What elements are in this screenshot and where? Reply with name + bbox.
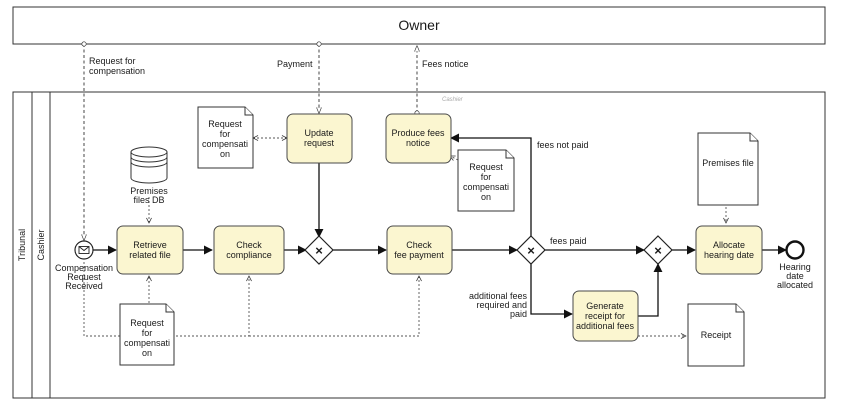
- request-doc-left: Request for compensati on: [197, 106, 254, 169]
- request-doc-bottom: Request for compensati on: [119, 303, 175, 366]
- allocate-hearing-date-task[interactable]: Allocate hearing date: [695, 225, 763, 275]
- produce-notice-label-1: Produce fees: [391, 128, 445, 138]
- message-flows: [84, 44, 417, 240]
- msg-label-payment: Payment: [277, 59, 313, 69]
- check-fee-payment-task[interactable]: Check fee payment: [386, 225, 453, 275]
- msg-label-request-1: Request for: [89, 56, 136, 66]
- datastore-label-2: files DB: [133, 195, 164, 205]
- request-doc-right-line-4: on: [481, 192, 491, 202]
- request-doc-left-line-4: on: [220, 149, 230, 159]
- flow-label-fees-paid: fees paid: [550, 236, 587, 246]
- gateway-x-icon: ×: [315, 243, 323, 258]
- owner-pool: Owner: [12, 6, 826, 45]
- receipt-doc: Receipt: [687, 303, 745, 367]
- gateway-x-icon: ×: [654, 243, 662, 258]
- join-gateway: ×: [643, 235, 673, 265]
- request-doc-right-line-2: for: [481, 172, 492, 182]
- flow-label-additional-2: required and: [476, 300, 527, 310]
- premises-file-label: Premises file: [702, 158, 754, 168]
- start-event-label-1: Compensation: [55, 263, 113, 273]
- sequence-flows: [93, 133, 787, 319]
- tribunal-pool-label: Tribunal: [17, 229, 27, 261]
- start-event-label-2: Request: [67, 272, 101, 282]
- fee-decision-gateway: ×: [516, 235, 546, 265]
- end-event-label-2: date: [786, 271, 804, 281]
- request-doc-left-line-2: for: [220, 129, 231, 139]
- premises-file-doc: Premises file: [697, 132, 759, 206]
- flow-label-fees-not-paid: fees not paid: [537, 140, 589, 150]
- check-compliance-label-2: compliance: [226, 250, 272, 260]
- generate-receipt-task[interactable]: Generate receipt for additional fees: [572, 290, 639, 342]
- check-fee-label-1: Check: [406, 240, 432, 250]
- gateway-x-icon: ×: [527, 243, 535, 258]
- request-doc-left-line-1: Request: [208, 119, 242, 129]
- request-doc-bottom-line-2: for: [142, 328, 153, 338]
- request-doc-left-line-3: compensati: [202, 139, 248, 149]
- retrieve-related-file-task[interactable]: Retrieve related file: [116, 225, 184, 275]
- cashier-lane-label: Cashier: [36, 229, 46, 260]
- flow-label-additional-1: additional fees: [469, 291, 528, 301]
- produce-notice-label-2: notice: [406, 138, 430, 148]
- check-fee-label-2: fee payment: [394, 250, 444, 260]
- premises-files-db-datastore: Premises files DB: [130, 146, 168, 205]
- start-message-event: Compensation Request Received: [55, 240, 113, 291]
- lane-watermark: Cashier: [442, 97, 464, 103]
- update-request-label-1: Update: [304, 128, 333, 138]
- start-event-label-3: Received: [65, 281, 103, 291]
- receipt-label: Receipt: [701, 330, 732, 340]
- msg-label-fees-notice: Fees notice: [422, 59, 469, 69]
- datastore-label-1: Premises: [130, 186, 168, 196]
- generate-receipt-label-3: additional fees: [576, 321, 635, 331]
- check-compliance-label-1: Check: [236, 240, 262, 250]
- generate-receipt-label-2: receipt for: [585, 311, 625, 321]
- request-doc-right-line-1: Request: [469, 162, 503, 172]
- produce-fees-notice-task[interactable]: Produce fees notice: [385, 113, 452, 164]
- end-event-label-3: allocated: [777, 280, 813, 290]
- request-doc-bottom-line-4: on: [142, 348, 152, 358]
- update-request-task[interactable]: Update request: [286, 113, 353, 164]
- allocate-label-2: hearing date: [704, 250, 754, 260]
- request-doc-bottom-line-1: Request: [130, 318, 164, 328]
- retrieve-task-label-2: related file: [129, 250, 171, 260]
- request-doc-right-line-3: compensati: [463, 182, 509, 192]
- request-doc-bottom-line-3: compensati: [124, 338, 170, 348]
- data-associations: [83, 138, 726, 336]
- end-event: Hearing date allocated: [777, 240, 813, 290]
- msg-label-request-2: compensation: [89, 66, 145, 76]
- owner-pool-title: Owner: [398, 17, 440, 33]
- merge-gateway: ×: [304, 235, 334, 265]
- envelope-icon: [78, 246, 90, 254]
- flow-label-additional-3: paid: [510, 309, 527, 319]
- check-compliance-task[interactable]: Check compliance: [213, 225, 285, 275]
- allocate-label-1: Allocate: [713, 240, 745, 250]
- request-doc-right: Request for compensati on: [457, 149, 515, 212]
- end-event-label-1: Hearing: [779, 262, 811, 272]
- update-request-label-2: request: [304, 138, 335, 148]
- generate-receipt-label-1: Generate: [586, 301, 624, 311]
- retrieve-task-label-1: Retrieve: [133, 240, 167, 250]
